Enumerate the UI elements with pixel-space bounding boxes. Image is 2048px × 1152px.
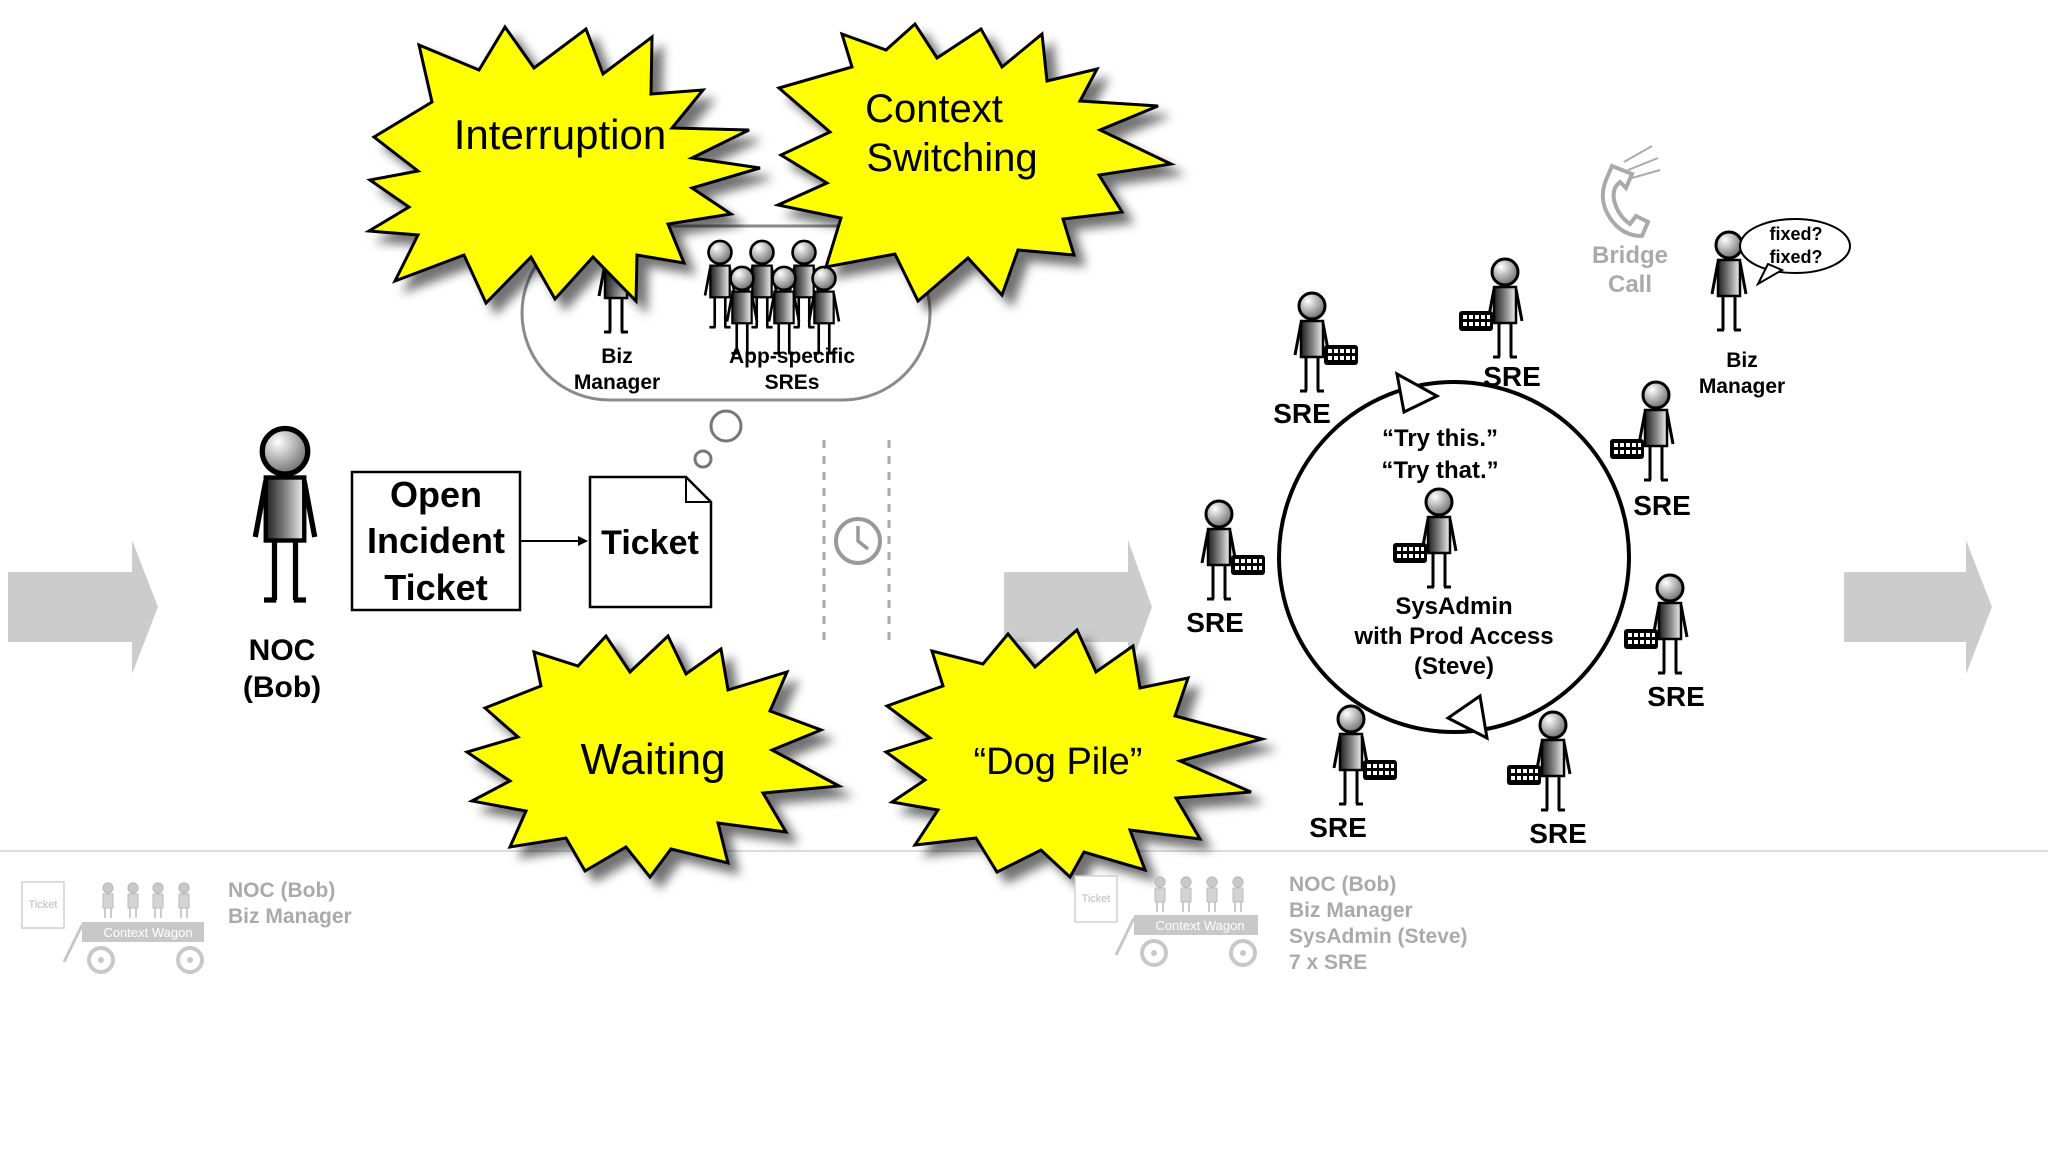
speech-bubble-tail — [1755, 262, 1785, 287]
ticket-document-fold — [685, 477, 711, 503]
app-sres-label-2: SREs — [765, 371, 820, 394]
bridge-call-label-1: Bridge — [1592, 242, 1668, 269]
wagon-right-line-1: NOC (Bob) — [1289, 873, 1396, 896]
interruption-burst: Interruption — [364, 24, 761, 306]
sre-6: SRE — [1309, 704, 1397, 843]
biz-manager-right-label-1: Biz — [1726, 349, 1758, 372]
wagon-label-text: Context Wagon — [1155, 918, 1244, 933]
sre-7: SRE — [1507, 710, 1587, 849]
sre-label: SRE — [1529, 818, 1587, 849]
keyboard-icon — [1363, 760, 1397, 780]
dog-pile-burst: “Dog Pile” — [882, 627, 1268, 880]
speech-bubble-text-2: fixed? — [1769, 247, 1822, 267]
wagon-right-line-2: Biz Manager — [1289, 899, 1413, 922]
sre-label: SRE — [1483, 361, 1541, 392]
context-wagon-right: Ticket Context Wagon — [1074, 875, 1258, 967]
keyboard-icon — [1459, 311, 1493, 331]
clock-icon — [834, 517, 882, 565]
wagon-left-line-2: Biz Manager — [228, 905, 352, 928]
sre-label: SRE — [1309, 812, 1367, 843]
open-incident-box — [350, 470, 522, 612]
sre-4: SRE — [1186, 499, 1265, 638]
sre-2: SRE — [1459, 257, 1541, 392]
interruption-burst-shape — [364, 24, 761, 306]
thought-bubble-large — [709, 409, 743, 443]
sre-label: SRE — [1633, 490, 1691, 521]
context-wagon-left: Ticket Context Wagon — [21, 881, 204, 974]
keyboard-icon — [1507, 765, 1541, 785]
keyboard-icon — [1231, 555, 1265, 575]
open-incident-text-2: Incident — [367, 520, 505, 561]
sysadmin-label-3: (Steve) — [1414, 653, 1494, 680]
wagon-left-line-1: NOC (Bob) — [228, 879, 335, 902]
biz-manager-label-2: Manager — [574, 371, 660, 394]
sre-label: SRE — [1647, 681, 1705, 712]
bridge-call-label-2: Call — [1608, 271, 1652, 298]
process-arrow-left — [8, 540, 158, 674]
sre-3: SRE — [1610, 380, 1691, 521]
sre-5: SRE — [1624, 573, 1705, 712]
noc-label-2: (Bob) — [243, 671, 321, 704]
context-text-1: Context — [865, 87, 1003, 131]
waiting-text: Waiting — [580, 735, 725, 784]
biz-manager-right-label-2: Manager — [1699, 375, 1785, 398]
keyboard-icon — [1324, 345, 1358, 365]
context-text-2: Switching — [866, 136, 1037, 180]
noc-figure — [255, 429, 315, 601]
phone-icon — [1600, 145, 1661, 239]
sre-label: SRE — [1186, 607, 1244, 638]
keyboard-icon — [1610, 439, 1644, 459]
process-arrow-middle — [1004, 540, 1152, 674]
ticket-document — [588, 475, 713, 609]
try-this-text: “Try this.” — [1382, 425, 1498, 452]
try-that-text: “Try that.” — [1381, 457, 1498, 484]
waiting-burst: Waiting — [463, 633, 845, 880]
cycle-circle — [1277, 380, 1631, 734]
wagon-ticket-text: Ticket — [29, 899, 58, 911]
wagon-ticket-text: Ticket — [1082, 893, 1111, 905]
open-incident-text-3: Ticket — [384, 567, 487, 608]
interruption-text: Interruption — [454, 111, 666, 158]
dog-pile-text: “Dog Pile” — [974, 741, 1143, 783]
process-arrow-right — [1844, 540, 1992, 674]
sysadmin-figure — [1420, 487, 1458, 589]
cycle-arrowhead-top — [1394, 371, 1441, 415]
sre-1: SRE — [1273, 291, 1358, 429]
context-switching-burst: Context Switching — [773, 21, 1177, 304]
wagon-right-line-4: 7 x SRE — [1289, 951, 1367, 974]
keyboard-icon — [1624, 629, 1658, 649]
open-incident-text-1: Open — [390, 474, 482, 515]
sysadmin-label-1: SysAdmin — [1395, 593, 1512, 620]
sre-label: SRE — [1273, 398, 1331, 429]
ticket-document-text: Ticket — [601, 524, 699, 562]
app-sres-label-1: App-specific — [729, 345, 855, 368]
biz-manager-label-1: Biz — [601, 345, 633, 368]
context-switching-burst-shape — [773, 21, 1177, 304]
wagon-label-text: Context Wagon — [103, 925, 192, 940]
sysadmin-keyboard-icon — [1393, 543, 1427, 563]
speech-bubble-text-1: fixed? — [1769, 224, 1822, 244]
waiting-burst-shape — [463, 633, 845, 880]
cycle-arrowhead-bottom — [1445, 693, 1489, 741]
noc-label-1: NOC — [249, 634, 316, 667]
speech-bubble — [1739, 218, 1851, 274]
thought-bubble-small — [693, 449, 713, 469]
box-to-ticket-arrowhead — [578, 536, 588, 546]
wagon-right-line-3: SysAdmin (Steve) — [1289, 925, 1468, 948]
sysadmin-label-2: with Prod Access — [1353, 623, 1553, 650]
dog-pile-burst-shape — [882, 627, 1268, 880]
